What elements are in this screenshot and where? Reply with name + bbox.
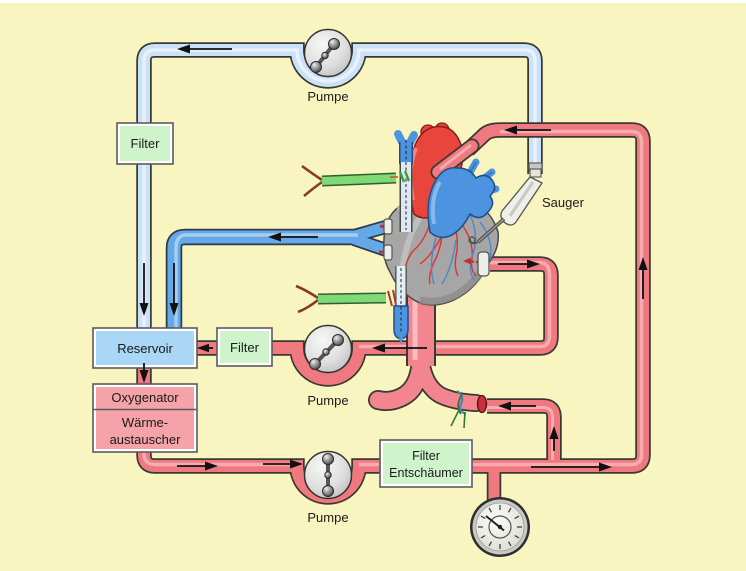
cannula-tie-thread-blue [456, 390, 467, 415]
flow-arrows [139, 44, 648, 472]
filter-cardiotomy-box: Filter [216, 327, 273, 367]
filter-suction-label: Filter [131, 136, 161, 151]
roller-pump-middle [303, 324, 353, 374]
arterial-filter-box: Filter Entschäumer [379, 439, 473, 488]
arterial-circuit-tube [136, 122, 651, 505]
arterial-filter-label-line2: Entschäumer [389, 466, 463, 480]
top-edge-strip [0, 0, 746, 3]
svc-clamp [301, 164, 411, 197]
cardiotomy-suction-tube [197, 256, 559, 387]
pump-top-label: Pumpe [307, 89, 348, 104]
pump-bottom-label: Pumpe [307, 510, 348, 525]
right-heart-cannula-flange [463, 251, 490, 277]
pump-middle-label: Pumpe [307, 393, 348, 408]
suction-circuit-tube [136, 42, 543, 330]
filter-cardiotomy-label: Filter [230, 340, 260, 355]
superior-vena-cava-cannula [394, 130, 418, 232]
diagram-labels: Pumpe Pumpe Pumpe Sauger [307, 89, 584, 525]
cannula-tie-ends [450, 409, 466, 429]
vent-clamp [295, 284, 397, 314]
oxygenator-heat-exchanger-box: Oxygenator Wärme- austauscher [92, 383, 198, 453]
suction-label: Sauger [542, 195, 585, 210]
venous-cannula-flanges [379, 218, 393, 261]
gauge-ticks [478, 505, 522, 549]
reservoir-box: Reservoir [92, 327, 198, 369]
reservoir-label: Reservoir [117, 341, 173, 356]
vent-catheter [393, 266, 409, 345]
vent-tie-band [387, 289, 397, 307]
roller-pump-top [303, 28, 353, 78]
heat-exchanger-label-line1: Wärme- [122, 415, 168, 430]
cannula-tie-thread-green [457, 393, 463, 415]
component-boxes: Filter Reservoir Oxygenator Wärme- austa… [92, 122, 473, 488]
femoral-cannula-tip [476, 394, 488, 414]
pressure-gauge-icon [470, 497, 530, 557]
heart-illustration [295, 122, 500, 345]
svc-tie-band [398, 170, 411, 183]
heat-exchanger-label-line2: austauscher [110, 432, 181, 447]
roller-pump-bottom [303, 450, 353, 500]
pulmonary-artery [427, 158, 500, 239]
arterial-filter-label-line1: Filter [412, 449, 440, 463]
oxygenator-label: Oxygenator [111, 390, 179, 405]
filter-suction-box: Filter [116, 122, 174, 165]
aortic-cannula-tube [430, 138, 480, 180]
suction-device-icon [468, 162, 543, 245]
